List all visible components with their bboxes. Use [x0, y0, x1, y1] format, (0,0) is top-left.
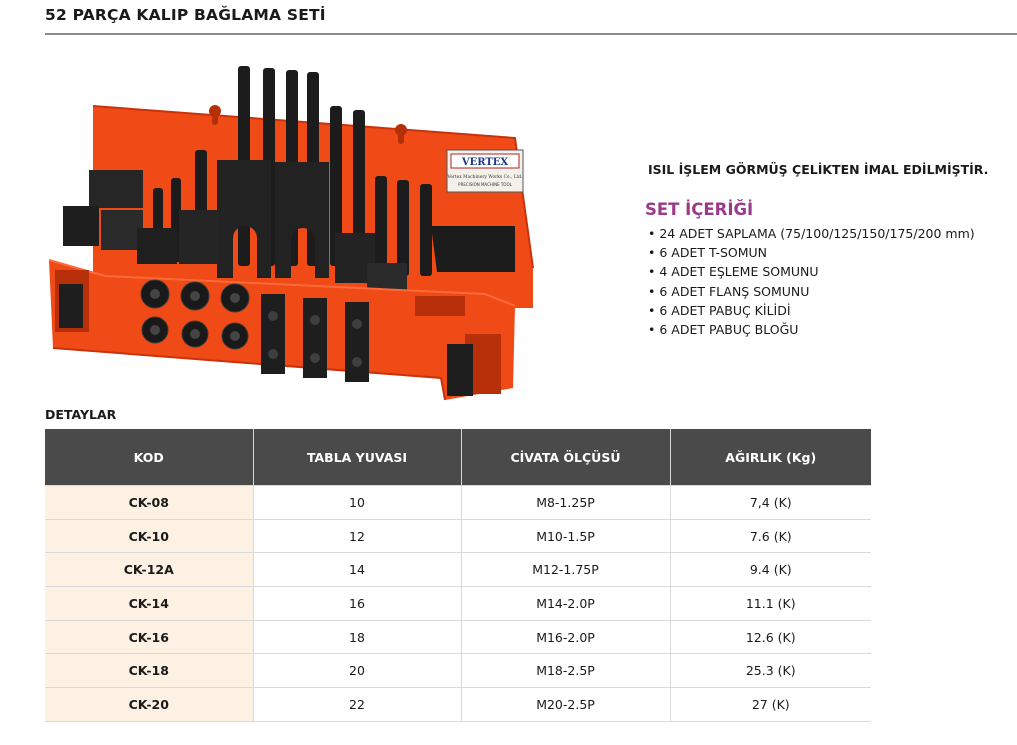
brand-label: VERTEX Vertex Machinery Works Co., Ltd. … — [446, 149, 524, 193]
cell-bolt-size: M16-2.0P — [461, 620, 671, 655]
cell-bolt-size: M10-1.5P — [461, 519, 671, 554]
cell-weight: 9.4 (K) — [670, 552, 871, 588]
cell-table-slot: 16 — [253, 586, 462, 621]
cell-table-slot: 20 — [253, 653, 462, 689]
product-image: VERTEX Vertex Machinery Works Co., Ltd. … — [48, 66, 534, 401]
cell-bolt-size: M12-1.75P — [461, 552, 671, 588]
cell-weight: 27 (K) — [670, 687, 871, 722]
column-header-bolt-size: CİVATA ÖLÇÜSÜ — [461, 429, 671, 486]
cell-code: CK-12A — [45, 552, 254, 588]
cell-code: CK-16 — [45, 620, 254, 655]
cell-table-slot: 10 — [253, 485, 462, 520]
table-row: CK-20 22 M20-2.5P 27 (K) — [45, 687, 871, 722]
column-header-weight: AĞIRLIK (Kg) — [670, 429, 871, 486]
cell-code: CK-08 — [45, 485, 254, 520]
title-divider — [45, 33, 1017, 35]
spec-note: ISIL İŞLEM GÖRMÜŞ ÇELİKTEN İMAL EDİLMİŞT… — [648, 162, 989, 177]
brand-name: VERTEX — [461, 157, 509, 168]
brand-tagline: PRECISION MACHINE TOOL — [458, 182, 512, 187]
details-table: KOD TABLA YUVASI CİVATA ÖLÇÜSÜ AĞIRLIK (… — [45, 429, 871, 722]
t-nuts — [59, 284, 473, 396]
details-label: DETAYLAR — [45, 407, 117, 422]
list-item: 6 ADET PABUÇ BLOĞU — [648, 320, 975, 339]
cell-bolt-size: M14-2.0P — [461, 586, 671, 621]
cell-weight: 12.6 (K) — [670, 620, 871, 655]
column-header-code: KOD — [45, 429, 254, 486]
set-contents-heading: SET İÇERİĞİ — [645, 200, 754, 219]
list-item: 6 ADET PABUÇ KİLİDİ — [648, 301, 975, 320]
page-title: 52 PARÇA KALIP BAĞLAMA SETİ — [45, 6, 326, 24]
cell-table-slot: 22 — [253, 687, 462, 722]
cell-bolt-size: M20-2.5P — [461, 687, 671, 722]
table-row: CK-18 20 M18-2.5P 25.3 (K) — [45, 653, 871, 689]
cell-table-slot: 18 — [253, 620, 462, 655]
table-row: CK-12A 14 M12-1.75P 9.4 (K) — [45, 552, 871, 588]
list-item: 6 ADET T-SOMUN — [648, 243, 975, 262]
cell-code: CK-10 — [45, 519, 254, 554]
cell-weight: 25.3 (K) — [670, 653, 871, 689]
table-row: CK-16 18 M16-2.0P 12.6 (K) — [45, 620, 871, 655]
column-header-table-slot: TABLA YUVASI — [253, 429, 462, 486]
cell-weight: 11.1 (K) — [670, 586, 871, 621]
cell-code: CK-20 — [45, 687, 254, 722]
step-blocks — [63, 160, 515, 297]
cell-weight: 7.6 (K) — [670, 519, 871, 554]
cell-bolt-size: M8-1.25P — [461, 485, 671, 520]
cell-table-slot: 14 — [253, 552, 462, 588]
cell-bolt-size: M18-2.5P — [461, 653, 671, 689]
list-item: 6 ADET FLANŞ SOMUNU — [648, 282, 975, 301]
cell-code: CK-18 — [45, 653, 254, 689]
list-item: 4 ADET EŞLEME SOMUNU — [648, 262, 975, 281]
table-header-row: KOD TABLA YUVASI CİVATA ÖLÇÜSÜ AĞIRLIK (… — [45, 429, 871, 486]
list-item: 24 ADET SAPLAMA (75/100/125/150/175/200 … — [648, 224, 974, 243]
cell-weight: 7,4 (K) — [670, 485, 871, 520]
table-row: CK-10 12 M10-1.5P 7.6 (K) — [45, 519, 871, 554]
brand-company: Vertex Machinery Works Co., Ltd. — [446, 175, 522, 180]
keyhole-slot — [209, 105, 407, 144]
cell-code: CK-14 — [45, 586, 254, 621]
table-row: CK-14 16 M14-2.0P 11.1 (K) — [45, 586, 871, 621]
cell-table-slot: 12 — [253, 519, 462, 554]
table-row: CK-08 10 M8-1.25P 7,4 (K) — [45, 485, 871, 520]
set-contents-list: 24 ADET SAPLAMA (75/100/125/150/175/200 … — [648, 224, 975, 339]
